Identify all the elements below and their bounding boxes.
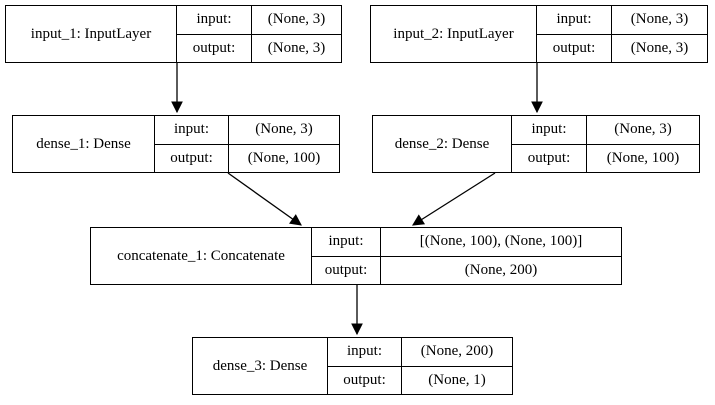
- io-key: output:: [155, 144, 229, 172]
- io-key: input:: [177, 6, 252, 34]
- io-key: output:: [328, 366, 402, 394]
- node-dense_2: dense_2: Dense input: (None, 3) output: …: [372, 115, 700, 173]
- io-key: input:: [155, 116, 229, 144]
- io-value: (None, 3): [630, 39, 689, 56]
- io-key: output:: [177, 34, 252, 62]
- io-value: (None, 3): [255, 121, 313, 138]
- io-key: input:: [537, 6, 612, 34]
- node-concatenate_1: concatenate_1: Concatenate input: [(None…: [90, 227, 622, 285]
- io-key: output:: [512, 144, 587, 172]
- io-value: (None, 1): [428, 371, 486, 388]
- node-input_2: input_2: InputLayer input: (None, 3) out…: [370, 5, 708, 63]
- layer-name: dense_2: Dense: [373, 116, 512, 172]
- layer-name: dense_1: Dense: [13, 116, 155, 172]
- node-input_1: input_1: InputLayer input: (None, 3) out…: [5, 5, 342, 63]
- edge-dense_2-concatenate_1: [412, 172, 496, 226]
- node-dense_3: dense_3: Dense input: (None, 200) output…: [192, 337, 513, 395]
- io-key: input:: [512, 116, 587, 144]
- layer-name: dense_3: Dense: [193, 338, 328, 394]
- io-value: (None, 3): [267, 39, 326, 56]
- io-key: input:: [312, 228, 381, 256]
- io-key: output:: [537, 34, 612, 62]
- io-value: (None, 200): [420, 343, 494, 360]
- io-value: (None, 3): [630, 11, 689, 28]
- edge-dense_1-concatenate_1: [227, 172, 302, 226]
- layer-name: input_2: InputLayer: [371, 6, 537, 62]
- io-value: (None, 100): [606, 149, 680, 166]
- io-value: [(None, 100), (None, 100)]: [419, 233, 583, 250]
- io-key: input:: [328, 338, 402, 366]
- node-dense_1: dense_1: Dense input: (None, 3) output: …: [12, 115, 340, 173]
- io-value: (None, 3): [267, 11, 326, 28]
- io-value: (None, 200): [464, 261, 538, 278]
- io-value: (None, 100): [247, 149, 321, 166]
- layer-name: concatenate_1: Concatenate: [91, 228, 312, 284]
- layer-name: input_1: InputLayer: [6, 6, 177, 62]
- io-key: output:: [312, 256, 381, 284]
- io-value: (None, 3): [614, 121, 672, 138]
